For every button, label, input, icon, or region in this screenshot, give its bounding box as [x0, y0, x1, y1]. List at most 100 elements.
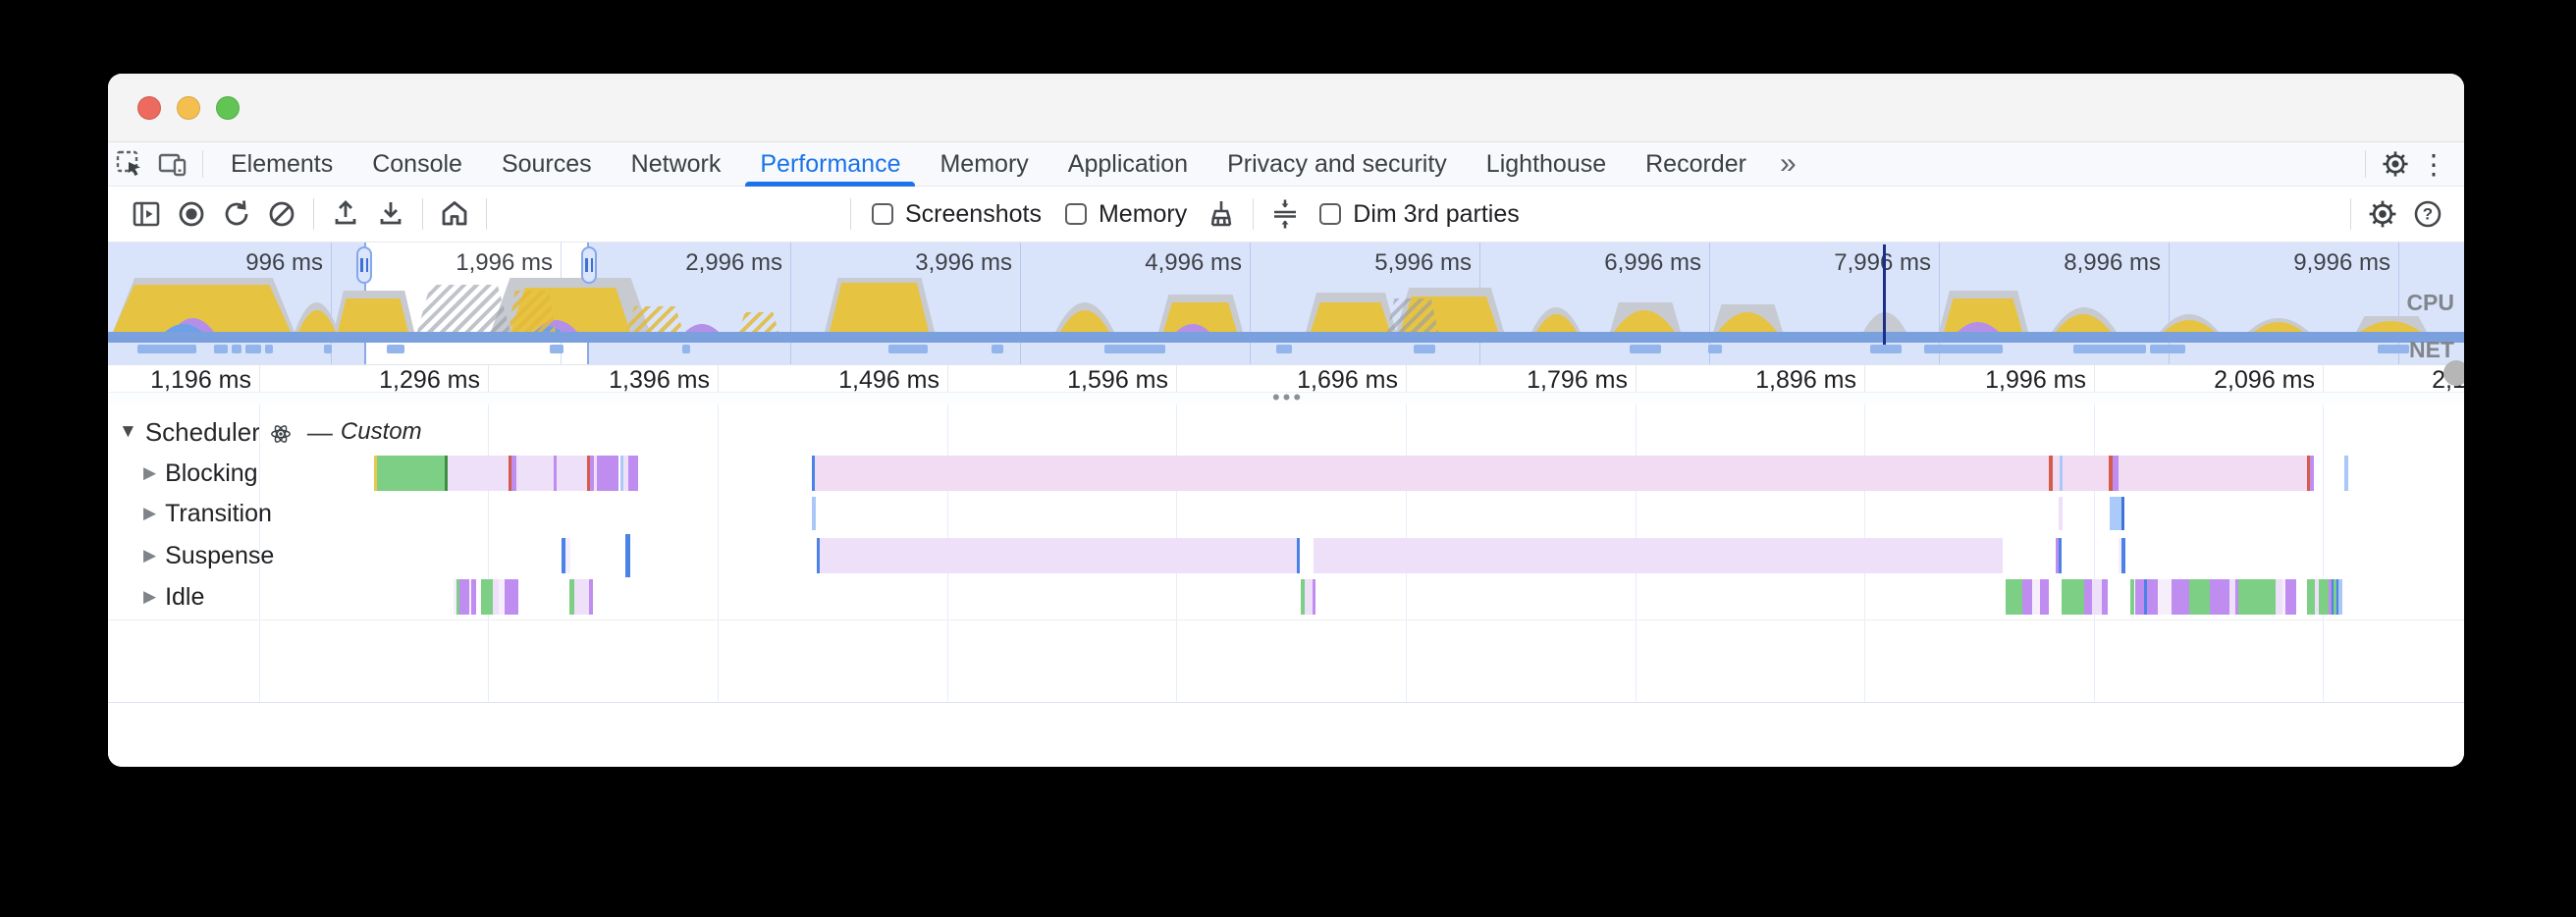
blocking-event-segment[interactable] [516, 456, 554, 491]
idle-event-segment[interactable] [456, 579, 459, 615]
blocking-event-segment[interactable] [2109, 456, 2113, 491]
idle-event-segment[interactable] [481, 579, 493, 615]
devtools-settings-button[interactable] [2374, 145, 2417, 183]
shrink-timeline-button[interactable] [1262, 192, 1308, 236]
blocking-event-segment[interactable] [445, 456, 448, 491]
screenshots-checkbox[interactable] [872, 203, 893, 225]
idle-event-segment[interactable] [2334, 579, 2336, 615]
track-row-blocking[interactable]: ▶Blocking [143, 456, 258, 491]
idle-event-segment[interactable] [1305, 579, 1313, 615]
blocking-event-segment[interactable] [554, 456, 557, 491]
toggle-sidebar-button[interactable] [124, 192, 169, 236]
row-expander-icon[interactable]: ▶ [143, 587, 157, 606]
toggle-device-toolbar-button[interactable] [151, 145, 194, 183]
idle-event-segment[interactable] [2084, 579, 2092, 615]
idle-event-segment[interactable] [1313, 579, 1315, 615]
idle-event-segment[interactable] [505, 579, 518, 615]
panel-resize-handle[interactable]: ••• [108, 385, 2464, 409]
blocking-event-segment[interactable] [2344, 456, 2348, 491]
transition-event-segment[interactable] [2121, 497, 2124, 530]
suspense-event-segment[interactable] [562, 538, 565, 573]
track-header-scheduler[interactable]: ▼ Scheduler — Custom [119, 416, 422, 448]
blocking-event-segment[interactable] [628, 456, 638, 491]
suspense-event-segment[interactable] [2059, 538, 2062, 573]
blocking-event-segment[interactable] [377, 456, 445, 491]
track-expander-icon[interactable]: ▼ [119, 421, 137, 442]
idle-event-segment[interactable] [2319, 579, 2329, 615]
inspect-element-button[interactable] [108, 145, 151, 183]
tab-elements[interactable]: Elements [231, 149, 334, 178]
capture-settings-button[interactable] [2360, 192, 2405, 236]
suspense-event-segment[interactable] [1314, 538, 2003, 573]
tab-memory[interactable]: Memory [939, 149, 1029, 178]
blocking-event-segment[interactable] [812, 456, 815, 491]
idle-event-segment[interactable] [2238, 579, 2276, 615]
collect-garbage-button[interactable] [1199, 192, 1244, 236]
tab-application[interactable]: Application [1067, 149, 1189, 178]
transition-event-segment[interactable] [2059, 497, 2063, 530]
idle-event-segment[interactable] [499, 579, 505, 615]
track-row-suspense[interactable]: ▶Suspense [143, 538, 274, 573]
idle-event-segment[interactable] [471, 579, 476, 615]
idle-event-segment[interactable] [469, 579, 471, 615]
blocking-event-segment[interactable] [2113, 456, 2119, 491]
tab-privacy-and-security[interactable]: Privacy and security [1227, 149, 1447, 178]
blocking-event-segment[interactable] [2310, 456, 2314, 491]
idle-event-segment[interactable] [2338, 579, 2342, 615]
vertical-scrollbar-thumb[interactable] [2443, 360, 2464, 386]
tab-performance[interactable]: Performance [740, 142, 920, 187]
suspense-event-segment[interactable] [2121, 538, 2125, 573]
blocking-event-segment[interactable] [2060, 456, 2063, 491]
record-button[interactable] [169, 192, 214, 236]
blocking-event-segment[interactable] [815, 456, 2314, 491]
row-expander-icon[interactable]: ▶ [143, 546, 157, 565]
idle-event-segment[interactable] [2172, 579, 2189, 615]
idle-event-segment[interactable] [2285, 579, 2296, 615]
idle-event-segment[interactable] [2229, 579, 2235, 615]
tab-network[interactable]: Network [630, 149, 722, 178]
row-expander-icon[interactable]: ▶ [143, 504, 157, 522]
blocking-event-segment[interactable] [623, 456, 628, 491]
clear-recording-button[interactable] [259, 192, 304, 236]
suspense-event-segment[interactable] [820, 538, 1297, 573]
idle-event-segment[interactable] [459, 579, 469, 615]
idle-event-segment[interactable] [589, 579, 593, 615]
idle-event-segment[interactable] [2336, 579, 2338, 615]
row-expander-icon[interactable]: ▶ [143, 463, 157, 482]
idle-event-segment[interactable] [2032, 579, 2040, 615]
blocking-event-segment[interactable] [509, 456, 511, 491]
live-metrics-home-button[interactable] [432, 192, 477, 236]
idle-event-segment[interactable] [2040, 579, 2049, 615]
tab-lighthouse[interactable]: Lighthouse [1485, 149, 1607, 178]
more-tabs-button[interactable]: » [1779, 147, 1797, 180]
tab-sources[interactable]: Sources [501, 149, 592, 178]
idle-event-segment[interactable] [2102, 579, 2108, 615]
track-row-transition[interactable]: ▶Transition [143, 496, 272, 531]
idle-event-segment[interactable] [574, 579, 589, 615]
suspense-event-segment[interactable] [2119, 538, 2121, 573]
idle-event-segment[interactable] [2315, 579, 2319, 615]
suspense-event-segment[interactable] [817, 538, 820, 573]
blocking-event-segment[interactable] [2049, 456, 2053, 491]
idle-event-segment[interactable] [493, 579, 499, 615]
idle-event-segment[interactable] [2006, 579, 2022, 615]
idle-event-segment[interactable] [2144, 579, 2147, 615]
blocking-event-segment[interactable] [511, 456, 516, 491]
idle-event-segment[interactable] [2062, 579, 2084, 615]
suspense-event-segment[interactable] [625, 534, 630, 577]
load-profile-button[interactable] [323, 192, 368, 236]
customize-devtools-button[interactable]: ⋮ [2417, 145, 2450, 183]
suspense-event-segment[interactable] [2056, 538, 2059, 573]
suspense-event-segment[interactable] [1297, 538, 1300, 573]
dim-3rd-parties-checkbox[interactable] [1319, 203, 1342, 225]
idle-event-segment[interactable] [2332, 579, 2334, 615]
suspense-event-segment[interactable] [565, 538, 570, 573]
selection-left-handle[interactable] [356, 246, 372, 284]
idle-event-segment[interactable] [2210, 579, 2229, 615]
idle-event-segment[interactable] [2189, 579, 2210, 615]
blocking-event-segment[interactable] [594, 456, 597, 491]
idle-event-segment[interactable] [2329, 579, 2332, 615]
idle-event-segment[interactable] [1301, 579, 1305, 615]
minimize-window-button[interactable] [177, 96, 200, 120]
idle-event-segment[interactable] [2130, 579, 2134, 615]
